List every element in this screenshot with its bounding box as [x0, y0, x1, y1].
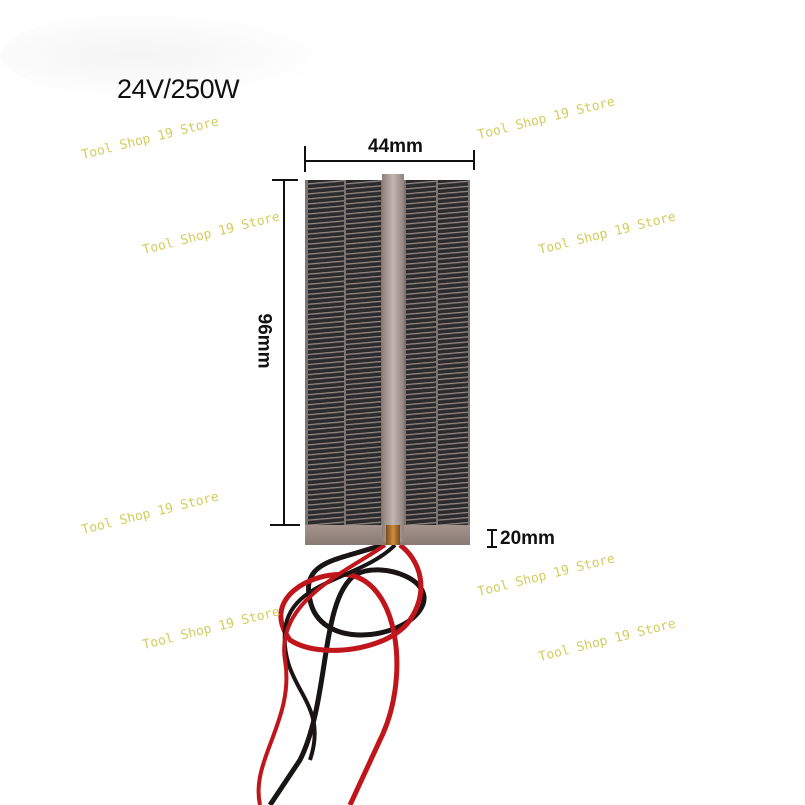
black-wire-2 — [282, 543, 397, 761]
spec-label: 24V/250W — [117, 74, 240, 104]
ptc-heater-body — [305, 174, 470, 545]
width-label: 44mm — [368, 136, 423, 157]
depth-tick-bottom — [487, 546, 497, 548]
depth-label: 20mm — [500, 528, 555, 549]
height-dimension-line — [283, 180, 285, 525]
width-dimension-line — [305, 160, 474, 162]
width-dimension-tick-right — [473, 150, 475, 170]
fin-column — [308, 180, 344, 525]
fin-column — [346, 180, 381, 525]
fin-column — [406, 180, 436, 525]
fin-column — [438, 180, 468, 525]
copper-terminal — [386, 525, 400, 545]
red-wire — [278, 543, 424, 805]
height-dimension-tick-bottom — [270, 524, 300, 526]
center-electrode — [382, 174, 404, 542]
background-shadow — [0, 10, 340, 100]
width-dimension-tick-left — [304, 146, 306, 172]
red-wire-2 — [256, 543, 387, 805]
height-dimension-tick-top — [272, 179, 298, 181]
depth-line — [491, 530, 493, 547]
